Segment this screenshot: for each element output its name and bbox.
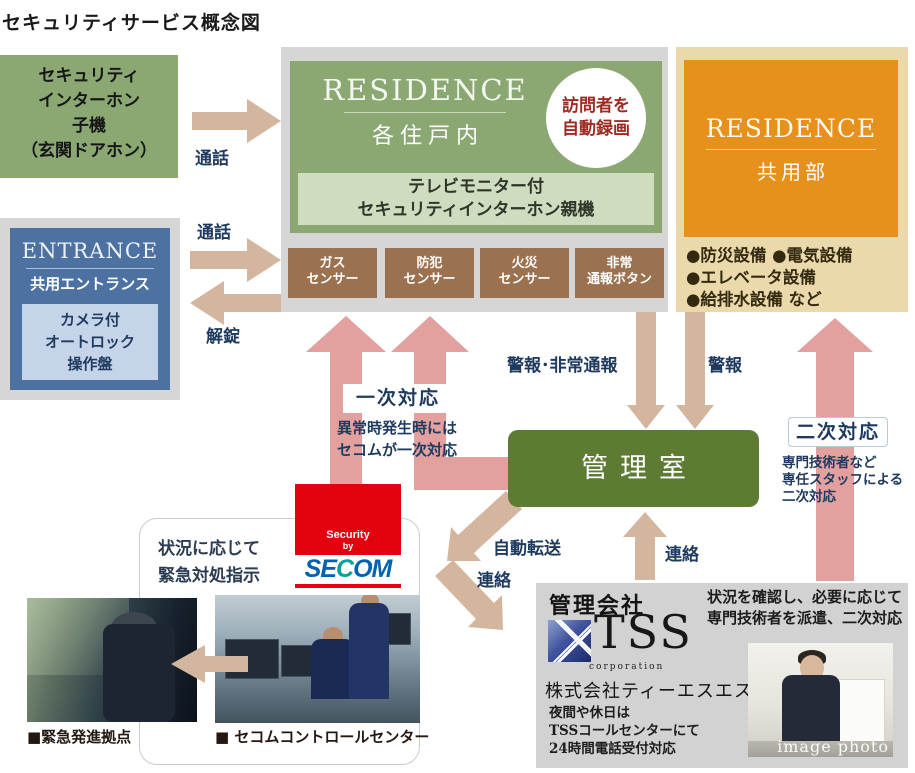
sensor-gas: ガス センサー xyxy=(288,248,377,298)
residence-common-title: RESIDENCE xyxy=(705,114,877,143)
image-photo-watermark: image photo xyxy=(777,737,889,756)
secom-logo-red-box: Security by xyxy=(295,484,401,555)
secom-instruction-text: 状況に応じて 緊急対処指示 xyxy=(158,539,260,586)
facility-line: ●防災設備 ●電気設備 xyxy=(686,246,853,265)
emergency-dispatch-photo xyxy=(27,598,197,722)
emergency-dispatch-caption: ■緊急発進拠点 xyxy=(27,728,132,746)
entrance-title: ENTRANCE xyxy=(21,239,159,263)
label-auto-forward: 自動転送 xyxy=(493,539,561,559)
facility-line: ●エレベータ設備 xyxy=(686,268,816,287)
arrow-alarm-report xyxy=(627,312,665,429)
autolock-panel-line: カメラ付 xyxy=(59,311,120,329)
divider xyxy=(26,268,154,269)
tss-logo-icon xyxy=(548,620,591,662)
control-center-caption: ■ セコムコントロールセンター xyxy=(215,728,430,746)
residence-unit-heading: RESIDENCE 各住戸内 xyxy=(290,73,560,150)
entrance-container: ENTRANCE 共用エントランス カメラ付 オートロック 操作盤 xyxy=(0,218,180,400)
auto-record-line: 自動録画 xyxy=(562,119,630,139)
operator-figure-shape xyxy=(349,603,389,699)
residence-unit-subtitle: 各住戸内 xyxy=(371,124,484,149)
control-room-box: 管理室 xyxy=(508,430,759,507)
sensor-fire: 火災 センサー xyxy=(480,248,569,298)
intercom-child-line: セキュリティ xyxy=(38,66,140,86)
facility-line: ●給排水設備 など xyxy=(686,290,822,309)
secondary-response-badge: 二次対応 xyxy=(788,417,888,447)
tss-heading: 管理会社 xyxy=(549,593,646,619)
tss-corporation-label: corporation xyxy=(589,662,665,672)
arrow-contact-down xyxy=(435,560,503,630)
divider xyxy=(344,112,506,113)
facilities-list: ●防災設備 ●電気設備 ●エレベータ設備 ●給排水設備 など xyxy=(686,245,904,311)
residence-unit-container: RESIDENCE 各住戸内 訪問者を 自動録画 テレビモニター付 セキュリティ… xyxy=(281,47,668,312)
arrow-call-top xyxy=(192,99,281,143)
arrow-alarm xyxy=(676,312,714,429)
page-title: セキュリティサービス概念図 xyxy=(2,12,261,34)
label-call-top: 通話 xyxy=(195,149,229,169)
intercom-child-box: セキュリティ インターホン 子機 （玄関ドアホン） xyxy=(0,55,178,178)
secom-logo-underline xyxy=(295,584,401,588)
intercom-parent-box: テレビモニター付 セキュリティインターホン親機 xyxy=(298,173,654,225)
tss-staff-photo: image photo xyxy=(748,643,893,757)
residence-common-container: RESIDENCE 共用部 ●防災設備 ●電気設備 ●エレベータ設備 ●給排水設… xyxy=(676,47,908,312)
entrance-box: ENTRANCE 共用エントランス カメラ付 オートロック 操作盤 xyxy=(10,228,170,390)
auto-record-badge: 訪問者を 自動録画 xyxy=(546,68,646,168)
label-alarm: 警報 xyxy=(708,356,742,376)
intercom-child-line: インターホン xyxy=(38,91,140,111)
arrow-unlock xyxy=(190,281,281,325)
label-unlock: 解錠 xyxy=(206,327,240,347)
autolock-panel-line: オートロック xyxy=(44,333,135,351)
tss-company-name: 株式会社ティーエスエス xyxy=(545,681,753,702)
label-call-entrance: 通話 xyxy=(197,223,231,243)
intercom-child-line: （玄関ドアホン） xyxy=(21,141,157,161)
intercom-child-line: 子機 xyxy=(72,116,106,136)
intercom-parent-line: テレビモニター付 xyxy=(408,177,544,197)
arrow-contact-up xyxy=(623,512,667,580)
residence-common-box: RESIDENCE 共用部 xyxy=(684,60,898,237)
desk-shape xyxy=(748,741,893,757)
label-contact-up: 連絡 xyxy=(665,545,699,565)
operator-figure-shape xyxy=(311,639,355,699)
tss-description: 状況を確認し、必要に応じて 専門技術者を派遣、二次対応 xyxy=(707,588,903,627)
arrow-call-entrance xyxy=(190,238,281,282)
arrow-auto-forward xyxy=(447,491,522,561)
monitor-shape xyxy=(837,679,885,743)
divider xyxy=(706,149,876,150)
autolock-panel-line: 操作盤 xyxy=(67,355,113,373)
label-alarm-report: 警報･非常通報 xyxy=(507,356,618,376)
intercom-parent-line: セキュリティインターホン親機 xyxy=(357,200,595,220)
autolock-panel-box: カメラ付 オートロック 操作盤 xyxy=(22,304,158,380)
sensor-crime: 防犯 センサー xyxy=(385,248,474,298)
arrow-primary-controlroom xyxy=(391,316,508,490)
residence-common-subtitle: 共用部 xyxy=(757,160,829,184)
control-center-photo xyxy=(215,595,420,723)
monitor-shape xyxy=(225,639,279,679)
secondary-response-desc: 専門技術者など 専任スタッフによる 二次対応 xyxy=(782,455,904,505)
primary-response-desc: 異常時発生時には セコムが一次対応 xyxy=(336,419,457,459)
tss-callcenter-note: 夜間や休日は TSSコールセンターにて 24時間電話受付対応 xyxy=(549,705,700,757)
arrow-secondary xyxy=(797,318,873,581)
residence-unit-title: RESIDENCE xyxy=(322,73,528,107)
guard-figure-shape xyxy=(103,624,175,722)
auto-record-line: 訪問者を xyxy=(562,96,630,116)
residence-unit-box: RESIDENCE 各住戸内 訪問者を 自動録画 テレビモニター付 セキュリティ… xyxy=(290,61,662,233)
emergency-button-box: 非常 通報ボタン xyxy=(575,248,664,298)
tss-container: 管理会社 TSS corporation 株式会社ティーエスエス 夜間や休日は … xyxy=(536,583,908,768)
label-contact-down: 連絡 xyxy=(477,571,511,591)
tss-wordmark: TSS xyxy=(594,605,693,659)
entrance-subtitle: 共用エントランス xyxy=(30,275,150,293)
primary-response-badge: 一次対応 xyxy=(343,384,453,413)
